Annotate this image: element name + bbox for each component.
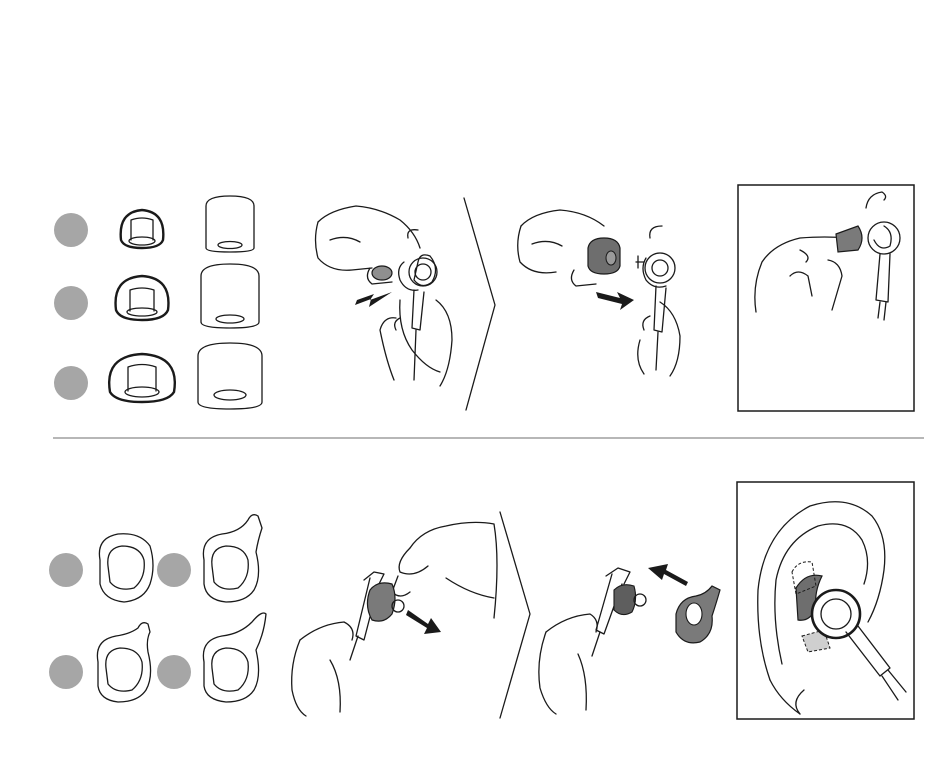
earwing-3 [97,623,150,702]
earbud-icon [636,226,675,370]
eartip-part [836,226,862,252]
size-marker-4 [157,655,191,689]
earwing-1 [99,534,153,602]
eartip-size-chart [54,196,262,409]
arrow-icon [406,610,441,634]
eartip-part [588,238,620,274]
size-marker-3 [49,655,83,689]
chevron-divider-icon [500,512,530,718]
arrow-icon [648,564,688,586]
earwing-part [367,583,395,621]
eartip-part [372,266,392,280]
arrow-icon [596,292,634,310]
earwing-2 [203,515,262,602]
earwing-part [676,586,720,643]
arrow-icon [355,292,392,307]
result-frame-eartip [738,185,914,411]
hand-icon [755,237,846,312]
size-marker-small [54,213,88,247]
earwing-4 [203,613,266,702]
step-attach-earwing [539,564,720,714]
foam-eartip-medium [201,264,259,328]
size-marker-1 [49,553,83,587]
chevron-divider-icon [464,198,495,410]
step-attach-eartip [518,210,680,376]
earwing-size-chart [49,515,266,702]
silicone-eartip-small [121,210,164,248]
result-frame-ear [737,482,914,719]
silicone-eartip-large [109,354,175,402]
silicone-eartip-medium [116,276,169,320]
foam-eartip-small [206,196,254,252]
earbud-icon [866,192,900,320]
step-remove-earwing [292,522,497,716]
step-remove-eartip [316,206,453,386]
size-marker-large [54,366,88,400]
earbud-icon [592,568,646,656]
size-marker-medium [54,286,88,320]
foam-eartip-large [198,343,262,409]
hand-icon [539,614,597,714]
hand-icon [292,522,497,716]
size-marker-2 [157,553,191,587]
